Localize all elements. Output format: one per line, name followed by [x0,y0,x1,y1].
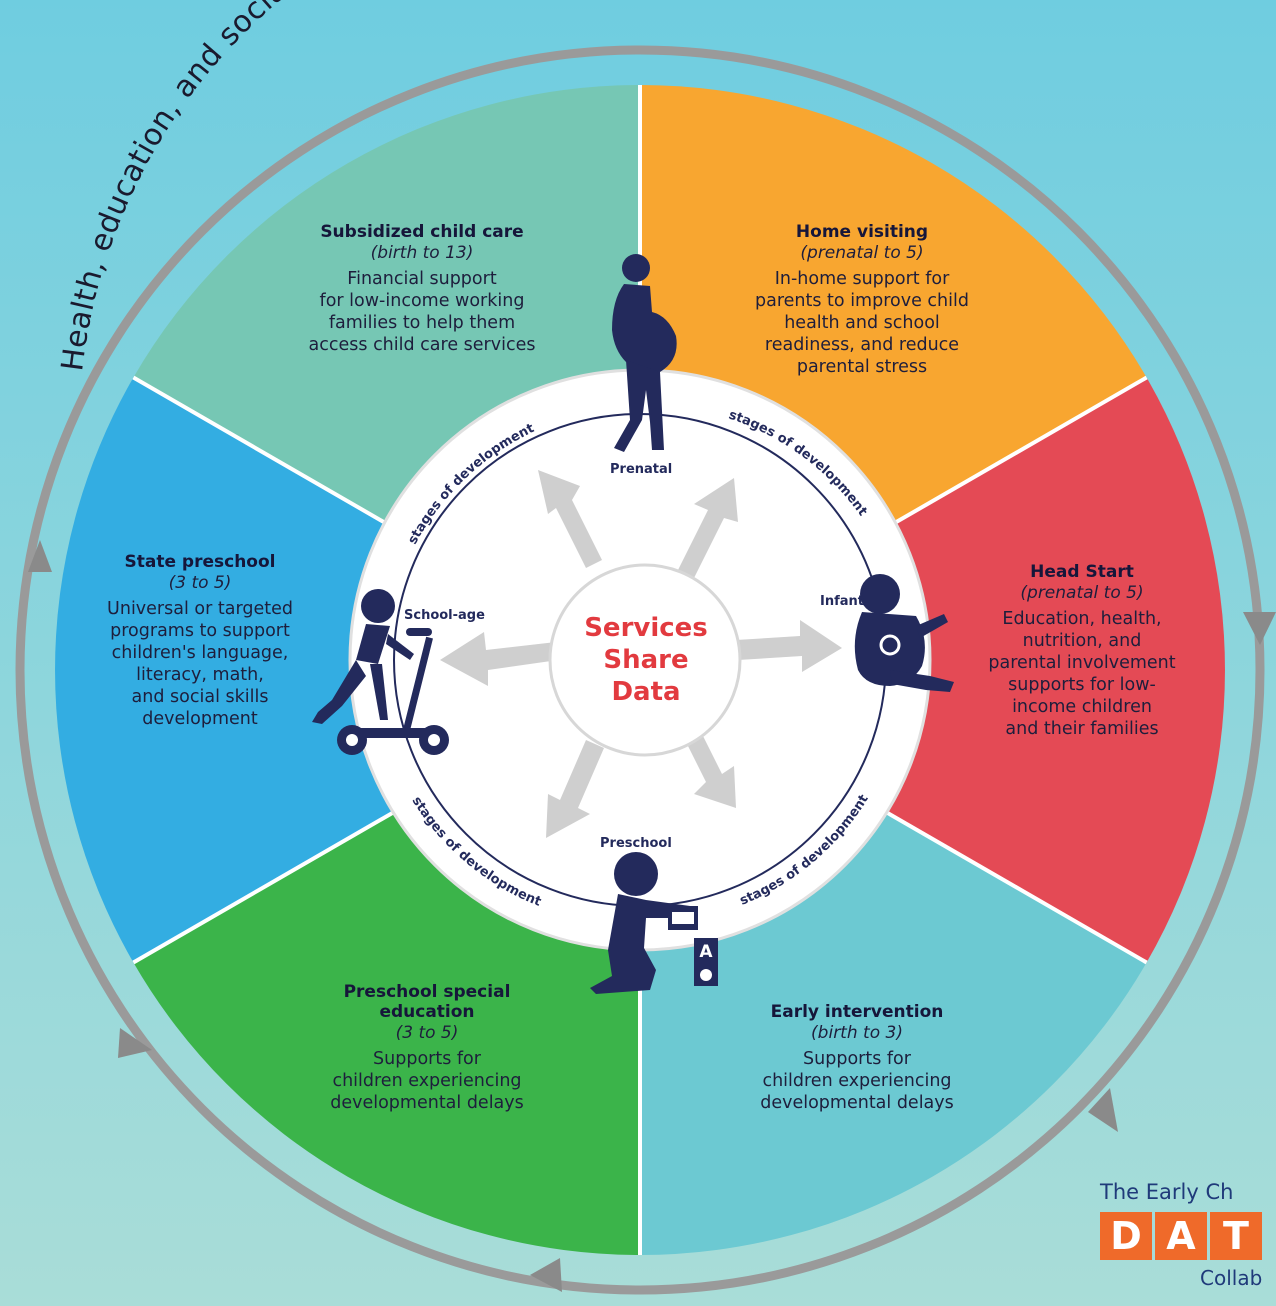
center-label: Services Share Data [560,612,732,708]
state-preschool-text: State preschool (3 to 5) Universal or ta… [70,552,330,730]
home-visiting-title: Home visiting [795,222,929,242]
outer-cycle-ring [15,45,1265,1295]
stage-label-infant: Infant [820,594,864,609]
preschool-special-desc-line: children experiencing [332,1071,522,1091]
cycle-arrow-bottom-left [118,1028,152,1058]
state-preschool-description: Universal or targeted programs to suppor… [70,598,330,730]
head-start-desc-line: supports for low- [1008,675,1156,695]
block-held-face [672,912,694,924]
infant-icon [854,574,954,692]
preschooler-icon [590,852,690,994]
arrow-up-left [538,470,602,568]
head-start-age: (prenatal to 5) [1020,583,1144,603]
state-preschool-desc-line: development [142,709,258,729]
state-preschool-desc-line: and social skills [131,687,269,707]
organization-logo: The Early Ch D A T Collab [1100,1180,1265,1290]
arrow-right [736,620,842,672]
preschool-special-description: Supports for children experiencing devel… [287,1048,567,1114]
state-preschool-desc-line: Universal or targeted [107,599,293,619]
home-visiting-description: In-home support for parents to improve c… [712,268,1012,378]
logo-letter: A [1155,1212,1207,1260]
early-intervention-description: Supports for children experiencing devel… [717,1048,997,1114]
segment-state-preschool [55,377,641,963]
state-preschool-age: (3 to 5) [168,573,232,593]
early-intervention-desc-line: developmental delays [760,1093,954,1113]
child-care-text: Subsidized child care (birth to 13) Fina… [262,222,582,356]
child-care-desc-line: for low-income working [319,291,525,311]
head-start-desc-line: nutrition, and [1022,631,1142,651]
preschool-special-age: (3 to 5) [395,1023,459,1043]
center-circle [548,563,742,757]
arrow-left [440,632,558,686]
home-visiting-desc-line: readiness, and reduce [764,335,960,355]
head-start-desc-line: income children [1012,697,1152,717]
center-label-line: Data [611,677,681,707]
child-care-title: Subsidized child care [320,222,524,242]
early-intervention-age: (birth to 3) [811,1023,903,1043]
child-care-desc-line: Financial support [347,269,497,289]
early-intervention-desc-line: Supports for [803,1049,911,1069]
preschool-special-text: Preschool special education (3 to 5) Sup… [287,982,567,1114]
cycle-arrow-bottom [530,1258,562,1292]
head-start-desc-line: Education, health, [1002,609,1162,629]
child-care-desc-line: families to help them [328,313,516,333]
blocks-icon: A [668,906,718,986]
early-intervention-desc-line: children experiencing [762,1071,952,1091]
state-preschool-desc-line: programs to support [110,621,290,641]
head-start-title: Head Start [1030,562,1134,582]
logo-letter: D [1100,1212,1152,1260]
child-on-scooter-icon [312,589,449,755]
stage-label-school-age: School-age [404,608,485,623]
child-care-desc-line: access child care services [308,335,536,355]
apple-icon [700,969,712,981]
stage-label-prenatal: Prenatal [610,462,673,477]
logo-bottom-text: Collab [1200,1266,1263,1290]
head-start-description: Education, health, nutrition, and parent… [962,608,1202,740]
preschool-special-desc-line: Supports for [373,1049,481,1069]
segment-head-start [640,377,1225,963]
state-preschool-title: State preschool [124,552,276,572]
arrow-up-right [678,478,738,578]
scooter-wheels-hub [346,734,440,746]
head-start-desc-line: and their families [1005,719,1159,739]
cycle-arrow-right [1243,612,1276,645]
arrow-down-left [546,740,604,838]
early-intervention-title: Early intervention [770,1002,944,1022]
logo-letter: T [1210,1212,1262,1260]
state-preschool-desc-line: literacy, math, [136,665,264,685]
home-visiting-desc-line: parental stress [796,357,928,377]
cycle-arrow-left [28,540,52,572]
child-care-age: (birth to 13) [370,243,474,263]
home-visiting-desc-line: parents to improve child [755,291,969,311]
preschool-special-title-line: Preschool special [343,982,511,1002]
preschool-special-title: Preschool special education [287,982,567,1022]
home-visiting-desc-line: health and school [784,313,940,333]
pregnant-woman-icon [612,254,677,452]
block-letter-a: A [699,942,713,962]
home-visiting-text: Home visiting (prenatal to 5) In-home su… [712,222,1012,378]
center-label-line: Share [603,645,689,675]
center-label-line: Services [584,613,708,643]
preschool-special-desc-line: developmental delays [330,1093,524,1113]
home-visiting-desc-line: In-home support for [774,269,950,289]
early-intervention-text: Early intervention (birth to 3) Supports… [717,1002,997,1114]
preschool-special-title-line: education [379,1002,475,1022]
infant-rattle-icon [879,634,901,656]
logo-letters: D A T [1100,1212,1265,1260]
head-start-text: Head Start (prenatal to 5) Education, he… [962,562,1202,740]
logo-top-text: The Early Ch [1100,1180,1234,1204]
head-start-desc-line: parental involvement [988,653,1176,673]
stage-label-preschool: Preschool [600,836,672,851]
cycle-arrow-bottom-right [1088,1088,1118,1132]
letter-block [694,938,718,962]
child-care-description: Financial support for low-income working… [262,268,582,356]
home-visiting-age: (prenatal to 5) [800,243,924,263]
state-preschool-desc-line: children's language, [111,643,289,663]
